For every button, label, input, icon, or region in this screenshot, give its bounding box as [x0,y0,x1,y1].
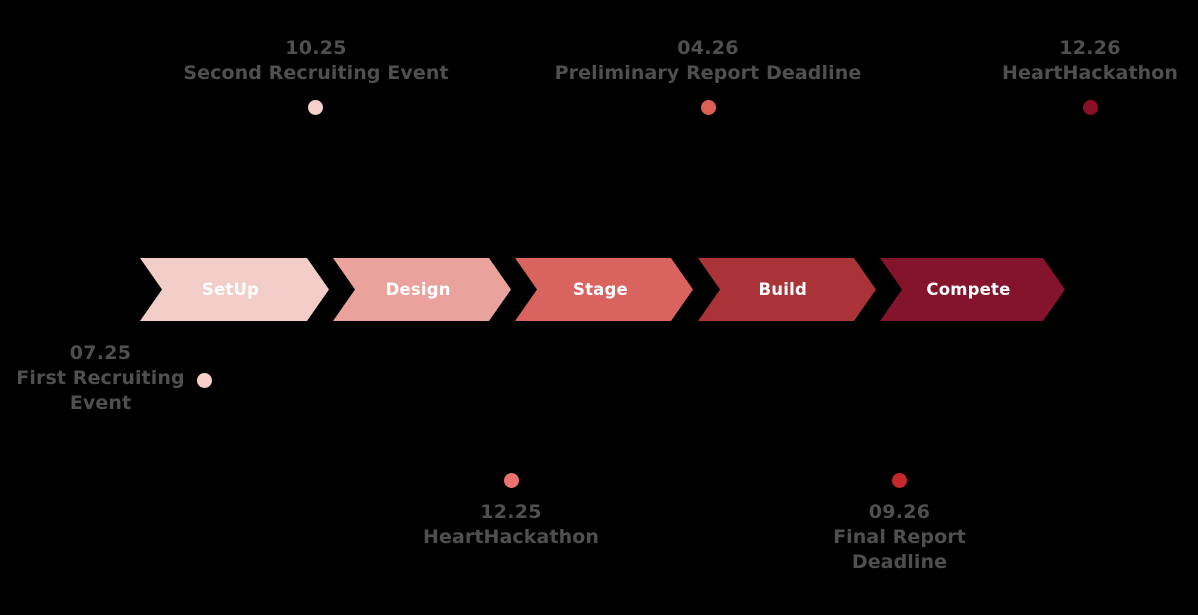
process-step-label: Build [758,280,807,299]
milestone-text: 04.26 Preliminary Report Deadline [522,36,894,86]
milestone-hearthackathon-1226[interactable]: 12.26 HeartHackathon [0,0,1198,130]
process-step-design[interactable]: Design [333,258,512,321]
milestone-text: 09.26 Final Report Deadline [807,500,992,575]
milestone-text: 07.25 First Recruiting Event [8,341,193,416]
milestone-date: 04.26 [677,37,739,59]
milestone-date: 12.26 [1059,37,1121,59]
milestone-dot[interactable] [1083,100,1098,115]
milestone-date: 12.25 [480,501,542,523]
milestone-dot[interactable] [701,100,716,115]
process-step-label: Design [385,280,451,299]
milestone-text: 10.25 Second Recruiting Event [130,36,502,86]
process-step-stage[interactable]: Stage [515,258,694,321]
milestone-date: 10.25 [285,37,347,59]
milestone-dot[interactable] [197,373,212,388]
milestone-preliminary-report-deadline[interactable]: 04.26 Preliminary Report Deadline [0,0,1198,130]
milestone-dot[interactable] [308,100,323,115]
milestone-text: 12.26 HeartHackathon [904,36,1198,86]
milestone-dot[interactable] [504,473,519,488]
milestone-title: Final Report Deadline [833,526,966,574]
milestone-second-recruiting-event[interactable]: 10.25 Second Recruiting Event [0,0,1198,130]
milestone-title: HeartHackathon [1001,62,1179,85]
milestone-date: 07.25 [69,342,132,364]
milestone-title: First Recruiting Event [16,367,185,415]
milestone-date: 09.26 [868,501,931,523]
milestone-title: HeartHackathon [422,526,600,549]
process-step-setup[interactable]: SetUp [140,258,329,321]
process-step-build[interactable]: Build [697,258,876,321]
milestone-dot[interactable] [892,473,907,488]
milestone-text: 12.25 HeartHackathon [325,500,697,550]
milestone-title: Preliminary Report Deadline [554,62,862,85]
process-step-label: Stage [573,280,628,299]
process-chevron-band: SetUp Design Stage Build Compete [140,258,1065,321]
process-step-compete[interactable]: Compete [879,258,1065,321]
process-step-label: SetUp [201,280,260,299]
milestone-title: Second Recruiting Event [183,62,449,85]
process-step-label: Compete [926,280,1011,299]
